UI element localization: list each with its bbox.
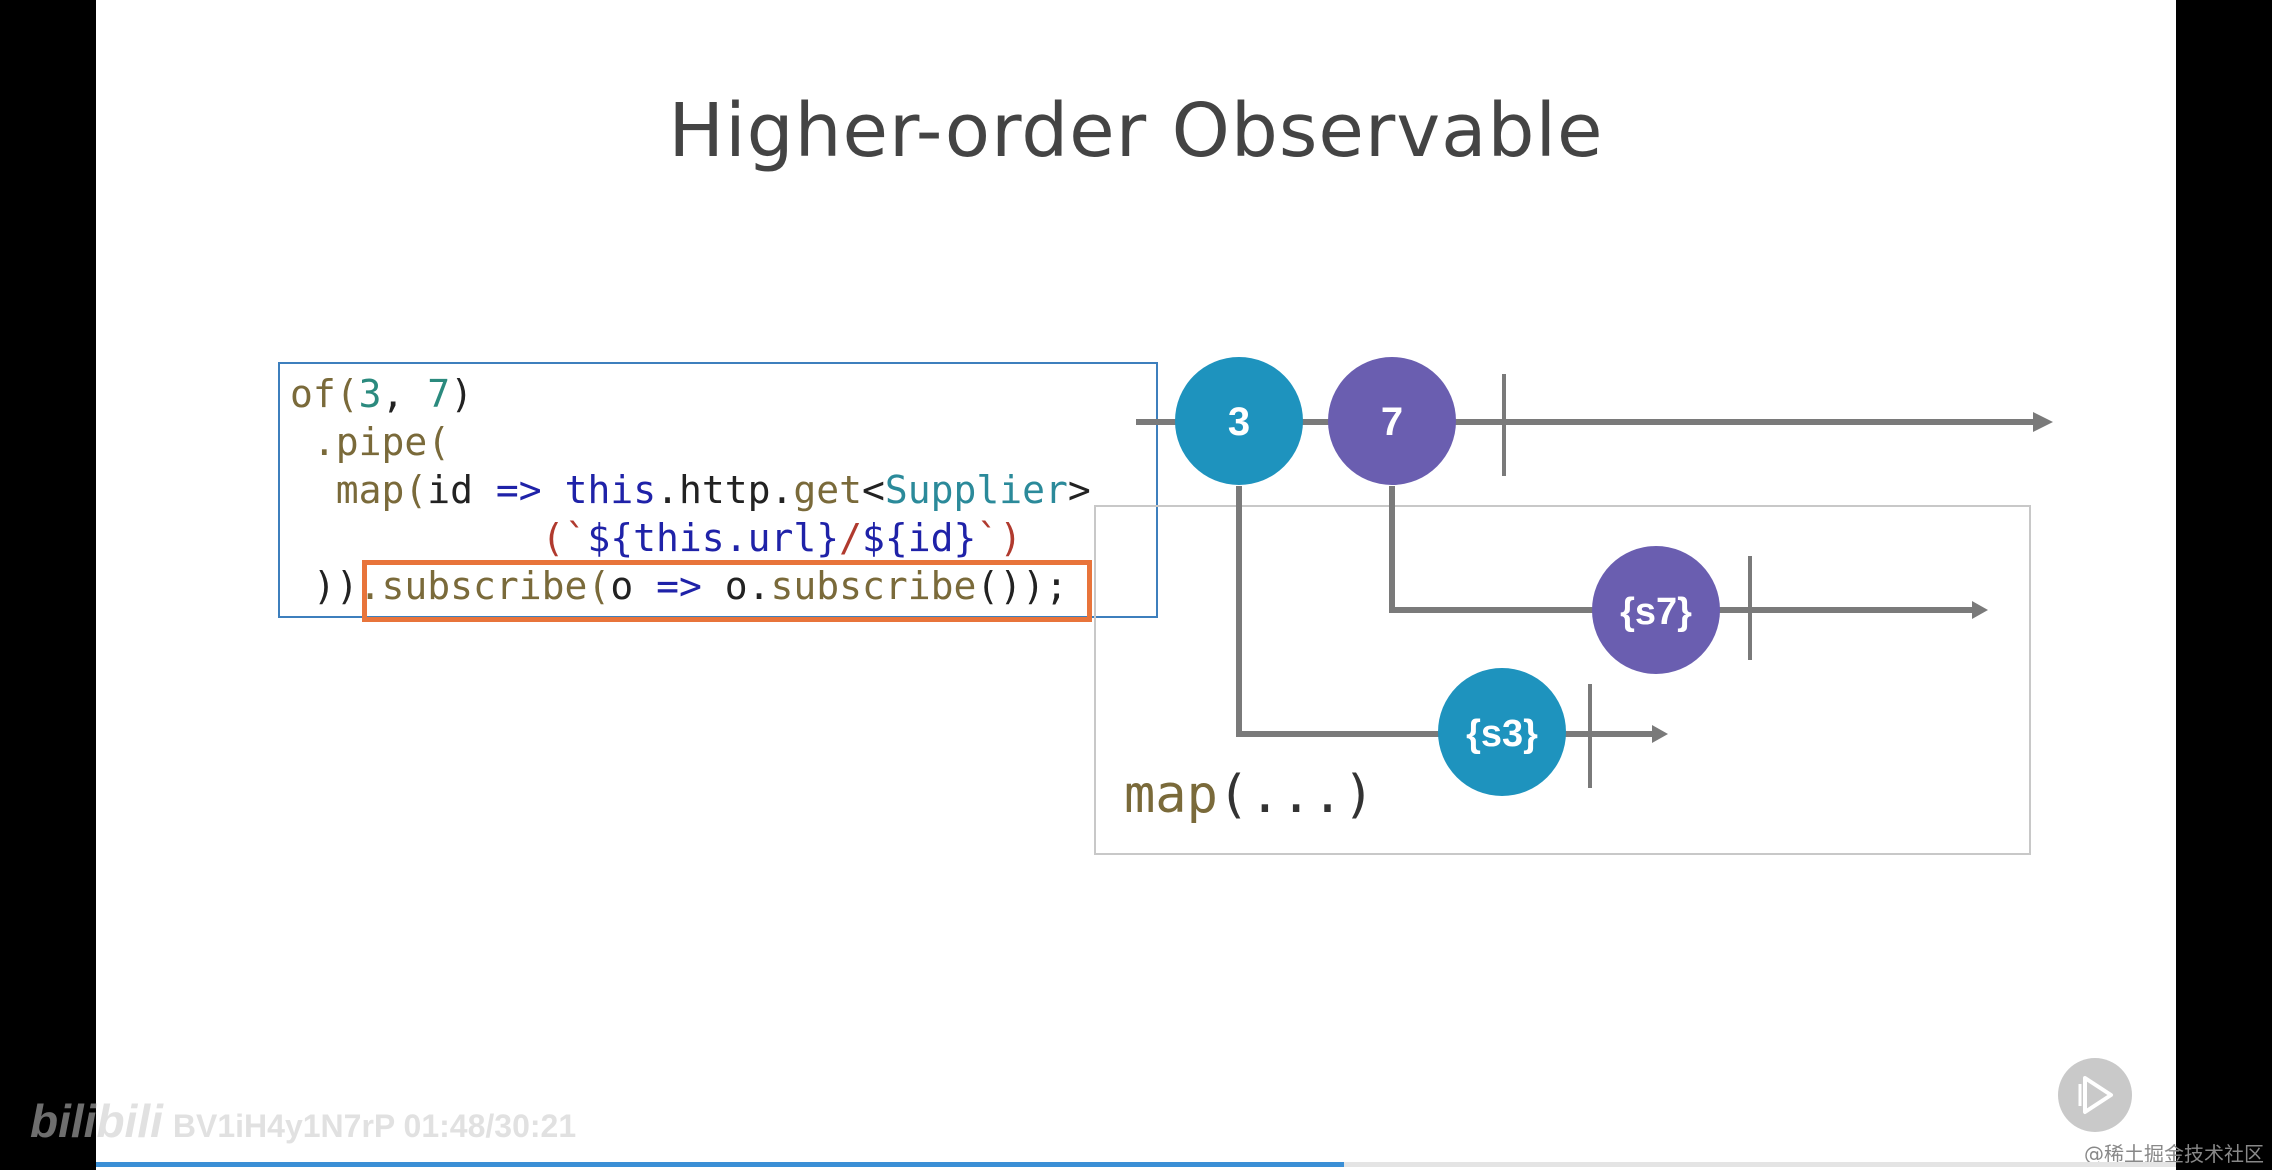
inner-timeline-s3-arrow: [1652, 725, 1668, 743]
code-token-arrow-2: =>: [656, 564, 725, 608]
marble-s7: {s7}: [1592, 546, 1720, 674]
marble-7-label: 7: [1381, 400, 1403, 444]
code-token-arrow: =>: [495, 468, 565, 512]
map-operator-args: (...): [1218, 765, 1375, 825]
code-token-id-expr: ${id}: [861, 516, 977, 560]
play-icon: [2078, 1076, 2113, 1114]
code-token-semicolon: ;: [1045, 564, 1068, 608]
code-token-id: id: [427, 468, 496, 512]
code-token-map: map(: [290, 468, 428, 512]
code-token-num-3: 3: [358, 372, 382, 416]
subscribe-highlight: [362, 560, 1092, 622]
code-token-num-7: 7: [427, 372, 451, 416]
marble-s7-label: {s7}: [1620, 591, 1692, 633]
code-line-5: )).subscribe(o => o.subscribe());: [290, 562, 1068, 610]
inner-timeline-s7-arrow: [1972, 601, 1988, 619]
map-operator-fn: map: [1124, 765, 1218, 825]
video-progress-bar[interactable]: [96, 1162, 2176, 1167]
code-token-gt: >: [1067, 468, 1091, 512]
video-id-timestamp: BV1iH4y1N7rP 01:48/30:21: [172, 1108, 577, 1144]
code-token-lt: <: [862, 468, 885, 512]
code-line-1: of(3, 7): [290, 370, 473, 418]
code-token-http: .http.: [656, 468, 794, 512]
code-line-4: (`${this.url}/${id}`): [290, 514, 1022, 562]
code-line-3: map(id => this.http.get<Supplier>: [290, 466, 1091, 514]
code-token-sep: ,: [381, 372, 428, 416]
code-token-supplier: Supplier: [884, 468, 1068, 512]
marble-3: 3: [1175, 357, 1303, 485]
code-token-slash: /: [839, 516, 862, 560]
code-token-get: get: [793, 468, 862, 512]
marble-3-label: 3: [1228, 400, 1250, 444]
code-block: of(3, 7) .pipe( map(id => this.http.get<…: [278, 362, 1158, 618]
source-timeline-arrow: [2033, 412, 2053, 432]
code-token-subscribe: .subscribe(: [358, 564, 611, 608]
map-operator-box: [1094, 505, 2031, 855]
code-token-backtick-open: (`: [290, 516, 588, 560]
code-token-o: o: [610, 564, 657, 608]
map-operator-label: map(...): [1124, 765, 1374, 825]
code-token-url-expr: ${this.url}: [587, 516, 840, 560]
marble-diagram: 3 7 {s7} {s3} map(...): [1094, 357, 2053, 855]
play-button[interactable]: [2058, 1058, 2132, 1132]
code-token-backtick-close: `): [976, 516, 1023, 560]
slide: Higher-order Observable of(3, 7) .pipe( …: [96, 0, 2176, 1170]
video-progress-fill: [96, 1162, 1344, 1167]
code-token-subscribe-2: subscribe: [770, 564, 977, 608]
marble-s3-label: {s3}: [1466, 713, 1538, 755]
code-line-2: .pipe(: [290, 420, 451, 464]
marble-7: 7: [1328, 357, 1456, 485]
code-token-close-parens: )): [290, 564, 359, 608]
slide-title: Higher-order Observable: [668, 88, 1604, 174]
code-token-o2: o.: [724, 564, 771, 608]
code-token-paren: ): [450, 372, 474, 416]
marble-s3: {s3}: [1438, 668, 1566, 796]
code-token-call-end: ()): [976, 564, 1046, 608]
code-token-this: this: [564, 468, 657, 512]
bilibili-logo: bilibili: [30, 1095, 163, 1147]
code-token-of: of(: [290, 372, 359, 416]
